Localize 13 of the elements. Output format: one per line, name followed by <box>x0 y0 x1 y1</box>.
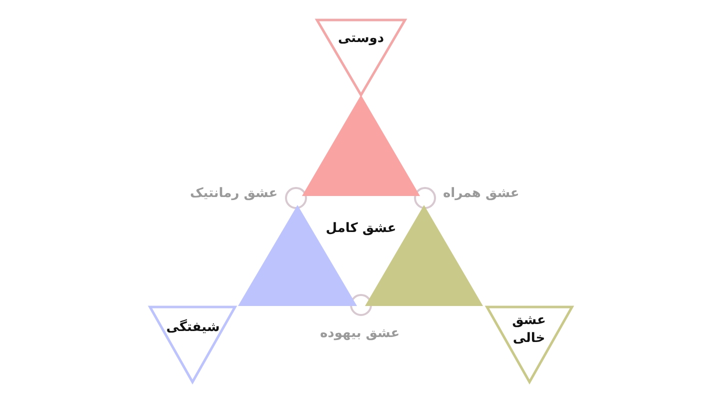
node-label: شیفتگی <box>165 319 221 337</box>
node-label: دوستی <box>337 30 385 48</box>
triangle-shape <box>365 205 483 306</box>
vertex-label: عشق همراه <box>443 186 520 201</box>
triangle-shape <box>238 205 357 306</box>
triangle-shape <box>302 95 420 196</box>
node-label: عشق کامل <box>324 220 398 238</box>
triangle-outline <box>317 20 405 95</box>
vertex-label: عشق رمانتیک <box>190 186 278 201</box>
node-label: عشق خالی <box>511 312 547 348</box>
triangle-outline <box>150 307 235 382</box>
vertex-label: عشق بیهوده <box>320 326 400 341</box>
triangle-outline <box>487 307 572 382</box>
